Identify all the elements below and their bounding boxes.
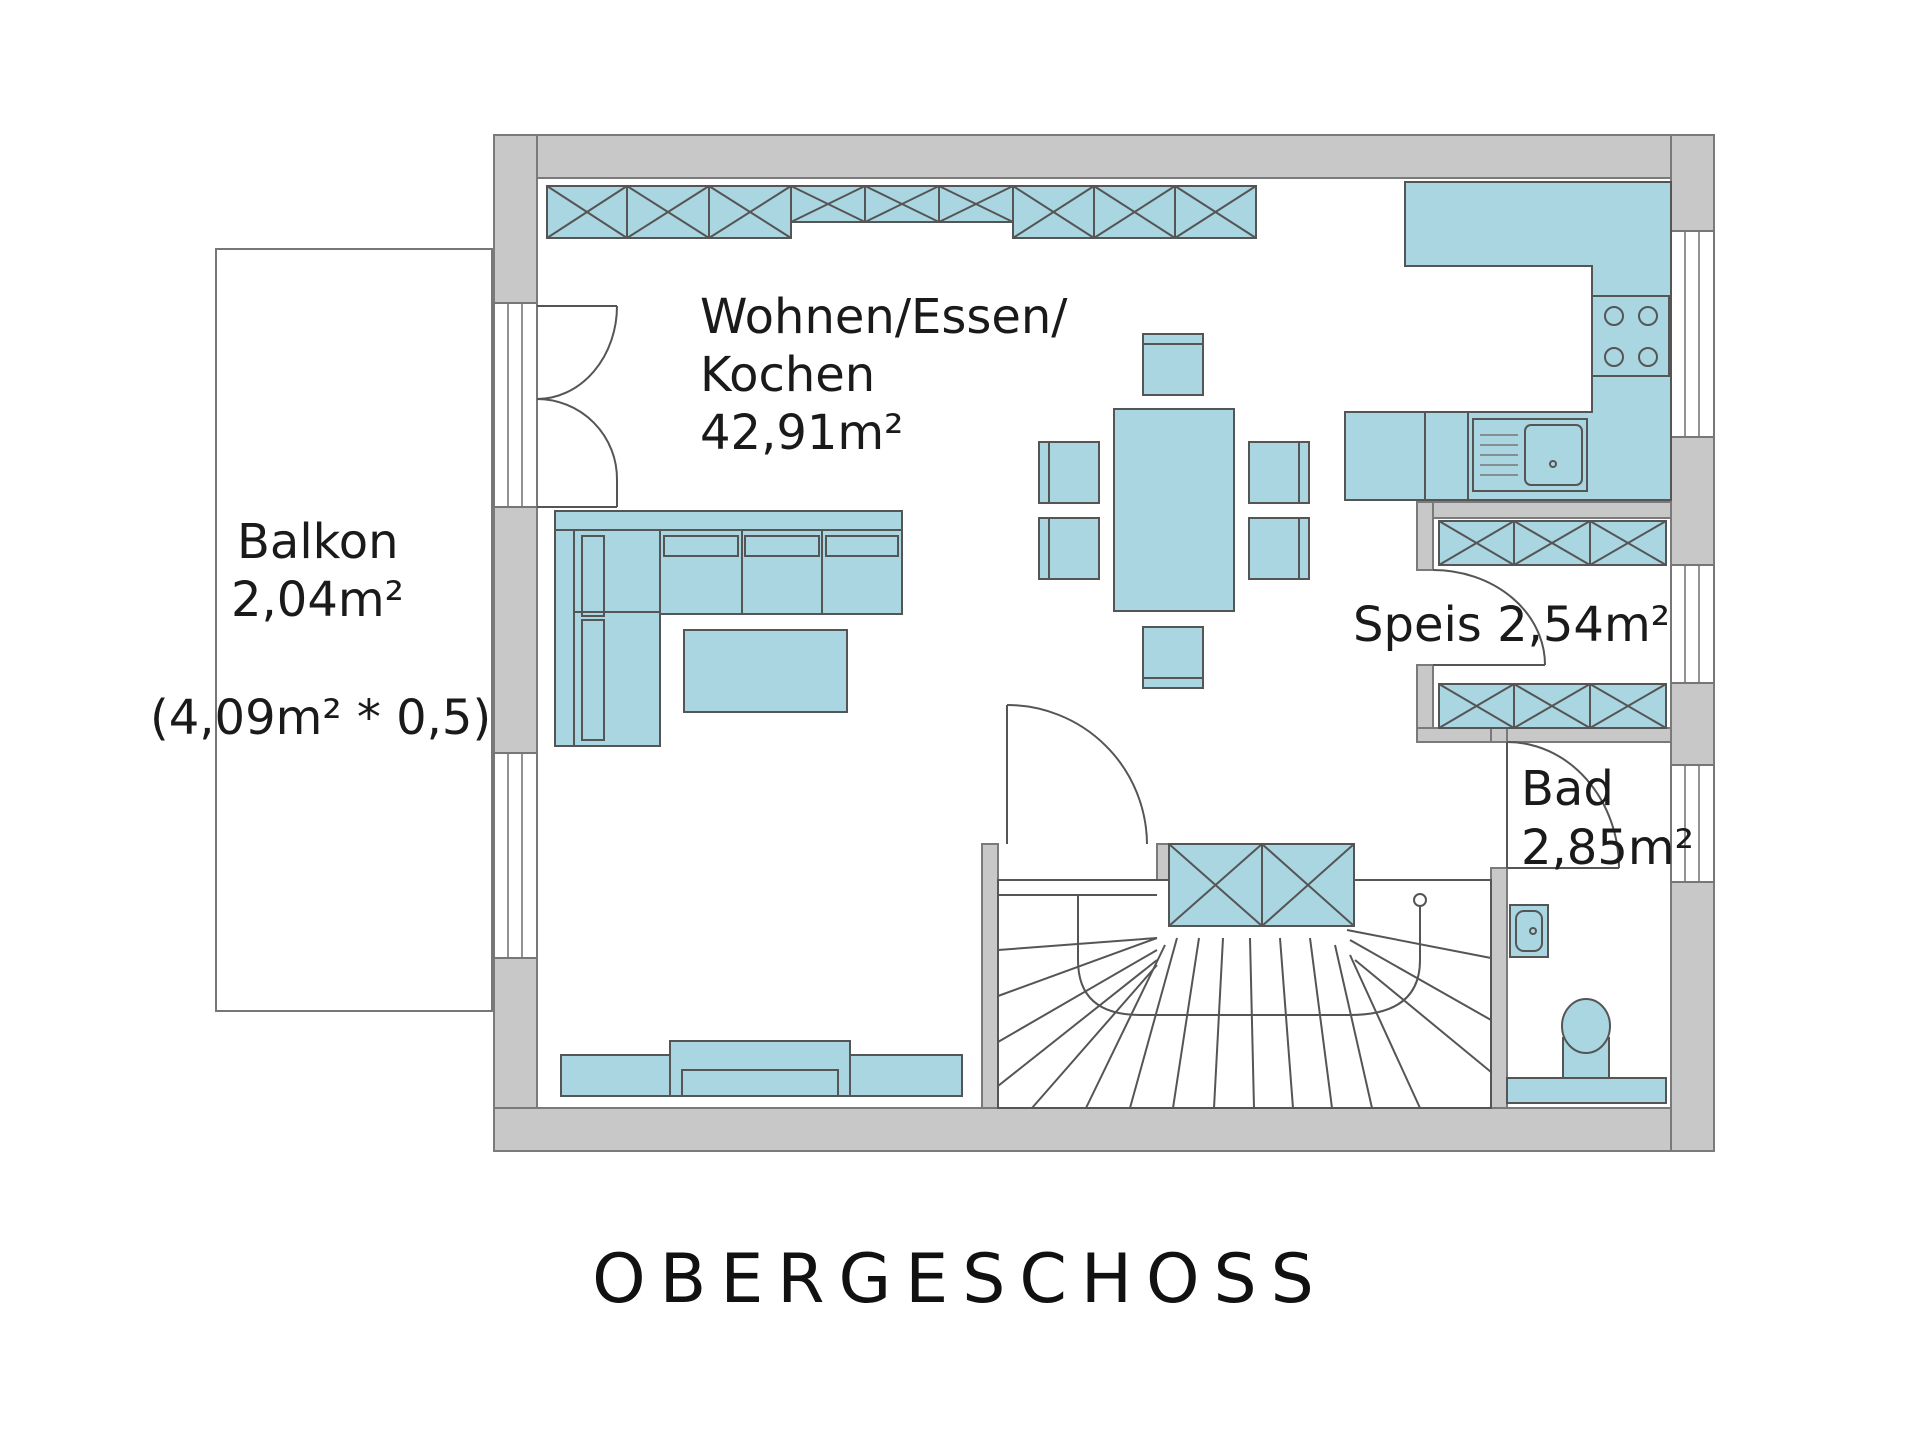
living-room-name-line2: Kochen [700,347,875,403]
stair-landing-cabinet [1168,843,1355,927]
living-room-area: 42,91m² [700,405,903,461]
bath-name: Bad [1521,761,1614,817]
balcony-calculation: (4,09m² * 0,5) [150,690,491,746]
coffee-table [683,629,848,713]
pantry-label: Speis 2,54m² [1353,597,1670,653]
bath-door-swing-icon [1506,741,1620,869]
toilet-icon [1506,998,1667,1104]
floor-title: OBERGESCHOSS [592,1240,1328,1319]
bath-area: 2,85m² [1521,820,1694,876]
balcony-door-frames [493,302,538,959]
balcony-name: Balkon [237,514,399,570]
pantry-door-swing-icon [1432,569,1546,666]
stove-icon [1591,295,1670,377]
washbasin-icon [1509,904,1549,958]
sofa [554,510,903,747]
balcony-slab [215,248,493,1012]
balcony-door-swing-icon [536,305,619,508]
sink-icon [1472,418,1588,492]
living-room-name-line1: Wohnen/Essen/ [700,289,1068,345]
pantry-shelves [1438,520,1667,729]
top-cabinets [546,185,1257,239]
dining-table [1038,333,1310,689]
stair-door-swing-icon [1006,704,1148,845]
kitchen-counter [1344,181,1672,501]
tv-sideboard [560,1040,963,1097]
right-window-frames [1670,230,1715,883]
balcony-area: 2,04m² [231,572,404,628]
